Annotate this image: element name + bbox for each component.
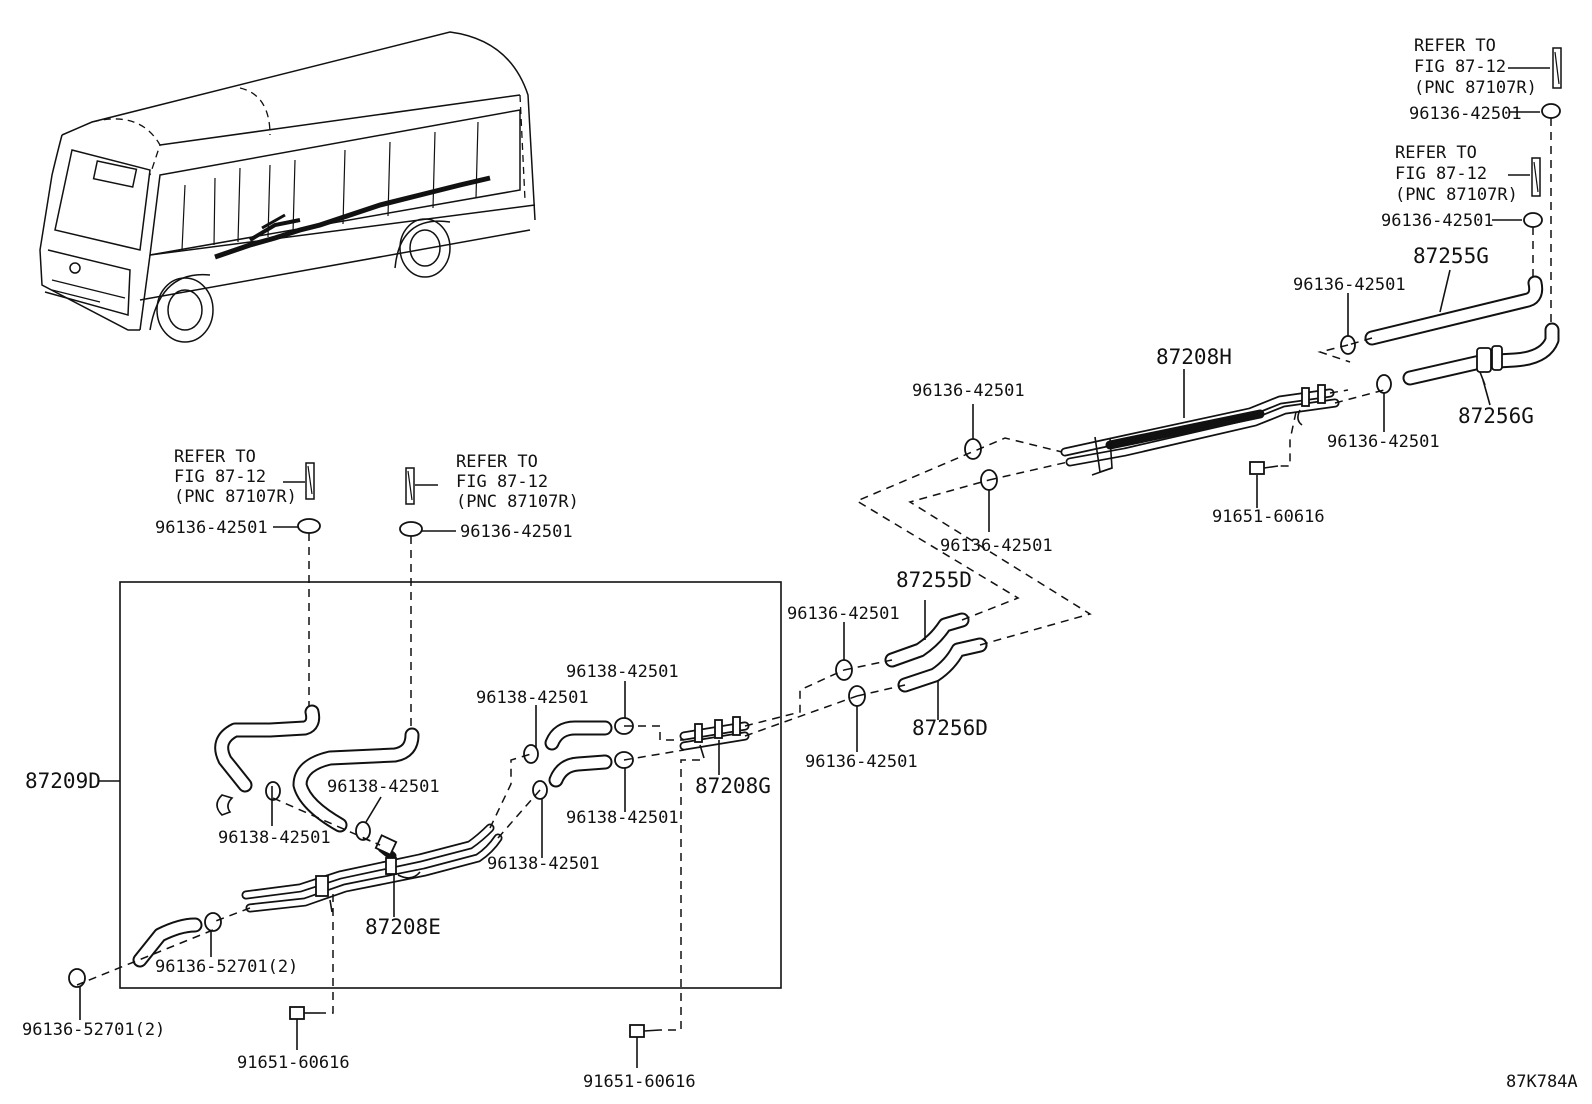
part-label-87208G: 87208G	[695, 774, 771, 798]
refer-line1: REFER TO	[456, 452, 538, 472]
part-label-87255G: 87255G	[1413, 244, 1489, 268]
part-label-87208E: 87208E	[365, 915, 441, 939]
hoses-and-pipes	[132, 47, 1562, 968]
part-label-96136-42501: 96136-42501	[1381, 211, 1494, 231]
part-label-96138-42501: 96138-42501	[566, 808, 679, 828]
refer-line3: (PNC 87107R)	[456, 492, 579, 512]
part-label-87255D: 87255D	[896, 568, 972, 592]
refer-line2: FIG 87-12	[1395, 164, 1487, 184]
part-label-96136-42501: 96136-42501	[940, 536, 1053, 556]
part-label-96136-42501: 96136-42501	[1293, 275, 1406, 295]
part-label-96136-52701-2: 96136-52701(2)	[155, 957, 298, 977]
refer-line1: REFER TO	[1414, 36, 1496, 56]
refer-block-top-right: REFER TO FIG 87-12 (PNC 87107R)	[1414, 36, 1537, 98]
reference-stub-mid	[405, 467, 415, 505]
bolts	[289, 461, 1279, 1038]
part-label-96136-42501: 96136-42501	[155, 518, 268, 538]
dashed-leaders	[76, 118, 1552, 1031]
part-label-91651-60616: 91651-60616	[583, 1072, 696, 1092]
part-label-96138-42501: 96138-42501	[487, 854, 600, 874]
leader-lines	[79, 67, 1550, 1068]
refer-line3: (PNC 87107R)	[1414, 78, 1537, 98]
refer-block-left: REFER TO FIG 87-12 (PNC 87107R)	[174, 447, 297, 507]
part-label-96136-42501: 96136-42501	[1327, 432, 1440, 452]
refer-line3: (PNC 87107R)	[1395, 185, 1518, 205]
part-label-96138-42501: 96138-42501	[218, 828, 331, 848]
refer-block-mid: REFER TO FIG 87-12 (PNC 87107R)	[456, 452, 579, 512]
part-label-96138-42501: 96138-42501	[327, 777, 440, 797]
refer-line3: (PNC 87107R)	[174, 487, 297, 507]
assembly-box-87209D	[119, 581, 782, 989]
refer-line1: REFER TO	[174, 447, 256, 467]
part-label-91651-60616: 91651-60616	[1212, 507, 1325, 527]
reference-stub-right	[1531, 157, 1541, 197]
refer-line2: FIG 87-12	[1414, 57, 1506, 77]
refer-line1: REFER TO	[1395, 143, 1477, 163]
part-label-87208H: 87208H	[1156, 345, 1232, 369]
part-label-96136-42501: 96136-42501	[460, 522, 573, 542]
refer-line2: FIG 87-12	[174, 467, 266, 487]
part-label-96136-52701-2: 96136-52701(2)	[22, 1020, 165, 1040]
diagram-id: 87K784A	[1506, 1072, 1578, 1092]
part-label-96136-42501: 96136-42501	[1409, 104, 1522, 124]
refer-line2: FIG 87-12	[456, 472, 548, 492]
part-label-96138-42501: 96138-42501	[476, 688, 589, 708]
part-label-87209D: 87209D	[25, 769, 101, 793]
part-label-96136-42501: 96136-42501	[787, 604, 900, 624]
bus-illustration	[39, 31, 536, 343]
reference-stub-left	[305, 462, 315, 500]
part-label-87256D: 87256D	[912, 716, 988, 740]
refer-block-right: REFER TO FIG 87-12 (PNC 87107R)	[1395, 143, 1518, 205]
part-labels: 96136-42501 96136-42501 96138-42501 9613…	[22, 104, 1534, 1092]
part-label-87256G: 87256G	[1458, 404, 1534, 428]
part-label-96136-42501: 96136-42501	[912, 381, 1025, 401]
part-label-96136-42501: 96136-42501	[805, 752, 918, 772]
reference-stub-top-right	[1552, 47, 1562, 89]
part-label-96138-42501: 96138-42501	[566, 662, 679, 682]
part-label-91651-60616: 91651-60616	[237, 1053, 350, 1073]
